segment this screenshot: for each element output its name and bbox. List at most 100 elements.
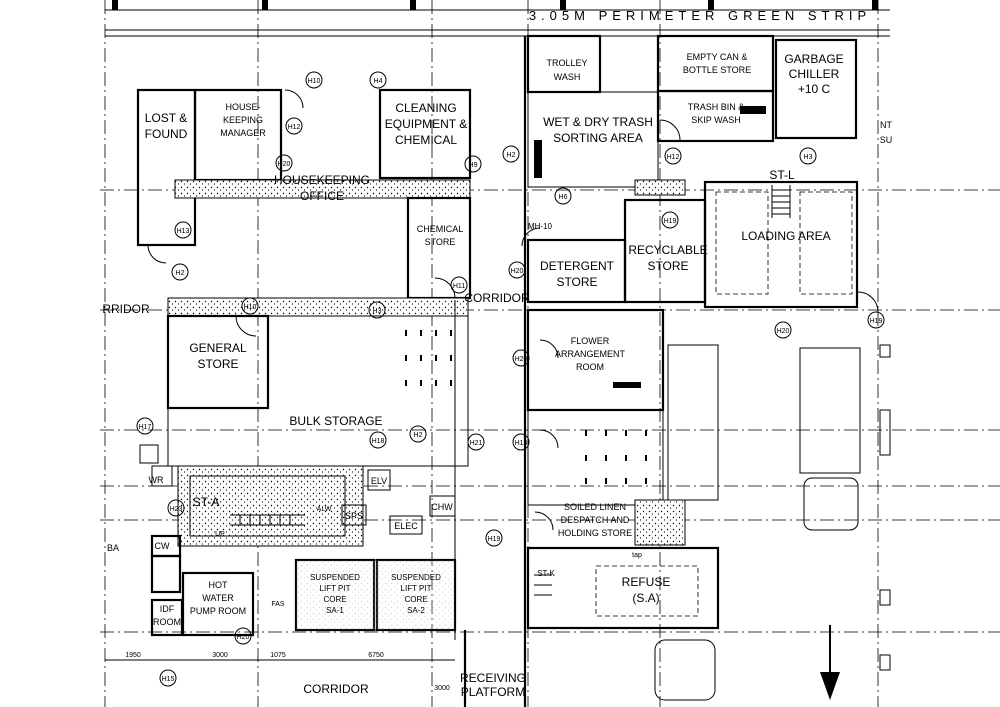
- dimension-2: 3000: [212, 652, 228, 659]
- corridor-mid-label: CORRIDOR: [464, 291, 530, 305]
- tag-bubble: H11: [450, 276, 468, 294]
- dimension-4: 6750: [368, 652, 384, 659]
- elv-label: ELV: [371, 476, 387, 486]
- north-arrow-icon: [820, 625, 840, 700]
- door-swings: [147, 89, 879, 531]
- svg-text:H2: H2: [414, 432, 423, 439]
- up-label: UP: [215, 531, 225, 538]
- room-lost-found-line2: FOUND: [145, 127, 188, 141]
- dimension-3: 1075: [270, 652, 286, 659]
- dimension-5: 3000: [434, 685, 450, 692]
- elec-label: ELEC: [394, 521, 418, 531]
- svg-text:H10: H10: [244, 304, 257, 311]
- room-lift2-line1: SUSPENDED: [391, 573, 441, 582]
- room-lift1-line2: LIFT PIT: [320, 584, 351, 593]
- room-hot-water-line2: WATER: [202, 593, 234, 603]
- room-hk-manager-line1: HOUSE-: [225, 102, 260, 112]
- svg-text:H6: H6: [559, 194, 568, 201]
- tag-bubble: H20: [275, 154, 293, 172]
- svg-text:H15: H15: [162, 676, 175, 683]
- room-lost-found-line1: LOST &: [145, 111, 187, 125]
- room-lift1-line1: SUSPENDED: [310, 573, 360, 582]
- misc-labels: RRIDOR CORRIDOR CORRIDOR ST-A ST-L ST-K …: [102, 120, 892, 696]
- cw-label: CW: [155, 541, 170, 551]
- room-hot-water-line1: HOT: [209, 580, 229, 590]
- svg-text:H3: H3: [804, 154, 813, 161]
- room-detergent-line1: DETERGENT: [540, 259, 615, 273]
- room-refuse-line1: REFUSE: [622, 575, 671, 589]
- room-trash-bin-line1: TRASH BIN &: [688, 102, 745, 112]
- svg-text:H19: H19: [664, 218, 677, 225]
- tag-bubble: H10: [241, 297, 259, 315]
- tag-bubble: H12: [285, 117, 303, 135]
- stair-k-label: ST-K: [537, 569, 555, 578]
- tag-bubble: H2: [502, 145, 520, 163]
- room-refuse-line2: (S.A): [632, 591, 659, 605]
- tag-bubble: H20: [774, 321, 792, 339]
- tag-bubble: H17: [136, 417, 154, 435]
- tag-bubble: H20: [508, 261, 526, 279]
- room-chemical-store-line1: CHEMICAL: [417, 224, 464, 234]
- tag-bubble: H2: [171, 263, 189, 281]
- room-general-store-line2: STORE: [197, 357, 238, 371]
- svg-text:H3: H3: [373, 308, 382, 315]
- tag-bubble: H19: [485, 529, 503, 547]
- svg-text:H13: H13: [177, 228, 190, 235]
- room-hk-manager-line3: MANAGER: [220, 128, 266, 138]
- storage-racks: [405, 106, 766, 484]
- room-flower-line2: ARRANGEMENT: [555, 349, 626, 359]
- room-idf-line2: ROOM: [153, 617, 181, 627]
- svg-text:H23: H23: [170, 506, 183, 513]
- room-cleaning-line3: CHEMICAL: [395, 133, 457, 147]
- stair-a-label: ST-A: [193, 495, 220, 509]
- room-lift2-line2: LIFT PIT: [401, 584, 432, 593]
- room-labels: TROLLEY WASH EMPTY CAN & BOTTLE STORE GA…: [145, 52, 844, 699]
- receiving-platform-line1: RECEIVING: [460, 671, 526, 685]
- svg-text:H20: H20: [278, 161, 291, 168]
- dimension-1: 1950: [125, 652, 141, 659]
- room-soiled-linen-line2: DESPATCH AND: [561, 515, 630, 525]
- svg-text:H2: H2: [176, 270, 185, 277]
- tag-bubble: H3: [799, 147, 817, 165]
- room-recyclable-line2: STORE: [647, 259, 688, 273]
- svg-text:H4: H4: [374, 78, 383, 85]
- tag-bubble: H19: [867, 311, 885, 329]
- tag-bubble: H15: [159, 669, 177, 687]
- room-hk-office-line2: OFFICE: [300, 189, 344, 203]
- tag-bubble: H12: [664, 147, 682, 165]
- tag-bubble: H13: [512, 433, 530, 451]
- receiving-platform-line2: PLATFORM: [461, 685, 525, 699]
- perimeter-strip-label: 3.05M PERIMETER GREEN STRIP: [529, 8, 871, 23]
- svg-text:H9: H9: [469, 162, 478, 169]
- fas-label: FAS: [271, 601, 285, 608]
- stair-l-label: ST-L: [769, 168, 795, 182]
- room-chemical-store-line2: STORE: [425, 237, 456, 247]
- room-flower-line3: ROOM: [576, 362, 604, 372]
- svg-text:H10: H10: [308, 78, 321, 85]
- equipment-tags: H10 H4 H12 H20 H9 H2 H6 H12 H3 H13 H19 H…: [136, 71, 885, 687]
- corridor-bottom-label: CORRIDOR: [303, 682, 369, 696]
- svg-text:H11: H11: [453, 283, 465, 290]
- room-trash-bin-line2: SKIP WASH: [691, 115, 741, 125]
- svg-text:H19: H19: [870, 318, 883, 325]
- wr-label: WR: [149, 475, 164, 485]
- svg-text:H20: H20: [511, 268, 524, 275]
- mh10-label: MH-10: [528, 222, 553, 231]
- alw-label: ALW: [317, 506, 332, 513]
- room-garbage-chiller-line3: +10 C: [798, 82, 831, 96]
- room-idf-line1: IDF: [160, 604, 175, 614]
- room-lift1-line3: CORE: [323, 595, 346, 604]
- tag-bubble: H3: [368, 301, 386, 319]
- svg-text:H21: H21: [470, 440, 483, 447]
- dimension-line: 1950 3000 1075 6750 3000: [105, 652, 455, 692]
- room-soiled-linen-line3: HOLDING STORE: [558, 528, 632, 538]
- tag-bubble: H10: [305, 71, 323, 89]
- tag-bubble: H21: [467, 433, 485, 451]
- tag-bubble: H19: [661, 211, 679, 229]
- tag-bubble: H20: [512, 349, 530, 367]
- room-cleaning-line2: EQUIPMENT &: [385, 117, 467, 131]
- nt-label: NT: [880, 120, 892, 130]
- room-hot-water-line3: PUMP ROOM: [190, 606, 246, 616]
- tag-bubble: H18: [369, 431, 387, 449]
